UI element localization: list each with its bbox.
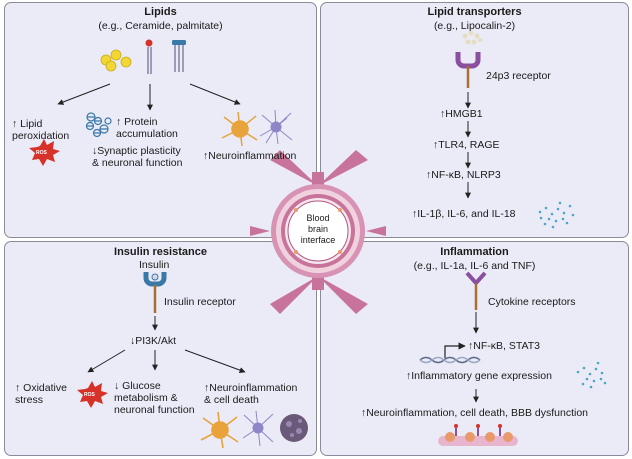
tlr4-rage-label: ↑TLR4, RAGE (433, 139, 500, 151)
neuroinflammation-label: ↑Neuroinflammation (203, 150, 297, 162)
blood-vessel-icon (250, 150, 386, 314)
insulin-resistance-panel (4, 241, 317, 456)
outcome-label: ↑Neuroinflammation, cell death, BBB dysf… (360, 407, 589, 419)
ros-label: ROS (36, 150, 47, 156)
microglia-icon (280, 414, 308, 442)
blood-vessel-icon (438, 424, 518, 446)
insulin-receptor-label: Insulin receptor (164, 296, 236, 308)
ros-label: ROS (84, 392, 95, 398)
lipids-title: Lipids (144, 6, 177, 18)
insulin-label: Insulin (139, 259, 170, 271)
cytokine-dots-icon (576, 361, 607, 389)
astrocyte-icon (200, 411, 239, 449)
nfkb-nlrp3-label: ↑NF-κB, NLRP3 (426, 169, 501, 181)
arrow (444, 342, 466, 358)
cytokine-dots-icon (462, 30, 482, 45)
synaptic-plasticity-label: ↓Synaptic plasticity & neuronal function (92, 145, 183, 169)
microglia-icon (259, 109, 293, 145)
microglia-icon (242, 410, 274, 447)
dna-icon (419, 356, 481, 364)
blood-brain-interface-label: Blood brain interface (300, 213, 336, 245)
cytokine-receptors-label: Cytokine receptors (488, 296, 576, 308)
lipids-panel (4, 2, 317, 238)
lipids-subtitle: (e.g., Ceramide, palmitate) (98, 20, 223, 32)
hmgb1-label: ↑HMGB1 (440, 108, 483, 120)
arrow (184, 349, 246, 373)
insulin-resistance-title: Insulin resistance (114, 246, 207, 258)
arrow (57, 83, 111, 105)
cytokine-dots-icon (538, 201, 575, 229)
inflammatory-gene-expression-label: ↑Inflammatory gene expression (406, 370, 552, 382)
oxidative-stress-label: ↑ Oxidative stress (15, 382, 67, 406)
receptor-icon (465, 271, 487, 310)
nfkb-stat3-label: ↑NF-κB, STAT3 (468, 340, 540, 352)
arrow (189, 83, 241, 105)
receptor-icon (455, 52, 481, 88)
ros-icon (29, 139, 60, 166)
neuroinflammation-cell-death-label: ↑Neuroinflammation & cell death (204, 382, 298, 406)
lipid-transporters-subtitle: (e.g., Lipocalin-2) (433, 20, 516, 32)
receptor-24p3-label: 24p3 receptor (486, 70, 551, 82)
protein-accumulation-label: ↑ Protein accumulation (116, 116, 178, 140)
lipid-droplet-icon (100, 49, 132, 72)
palmitate-icon (172, 40, 186, 72)
receptor-icon (143, 272, 167, 313)
inflammation-panel (320, 241, 629, 456)
ros-icon (77, 381, 108, 408)
pi3k-akt-label: ↓PI3K/Akt (130, 335, 177, 347)
glucose-metabolism-label: ↓ Glucose metabolism & neuronal function (114, 380, 195, 416)
protein-aggregate-icon (85, 112, 112, 138)
ceramide-icon (145, 39, 153, 74)
inflammation-title: Inflammation (440, 246, 509, 258)
inflammation-subtitle: (e.g., IL-1a, IL-6 and TNF) (413, 260, 536, 272)
arrow (87, 349, 126, 373)
astrocyte-icon (221, 111, 258, 147)
lipid-peroxidation-label: ↑ Lipid peroxidation (12, 118, 70, 142)
lipid-transporters-title: Lipid transporters (427, 6, 522, 18)
interleukins-label: ↑IL-1β, IL-6, and IL-18 (412, 208, 516, 220)
